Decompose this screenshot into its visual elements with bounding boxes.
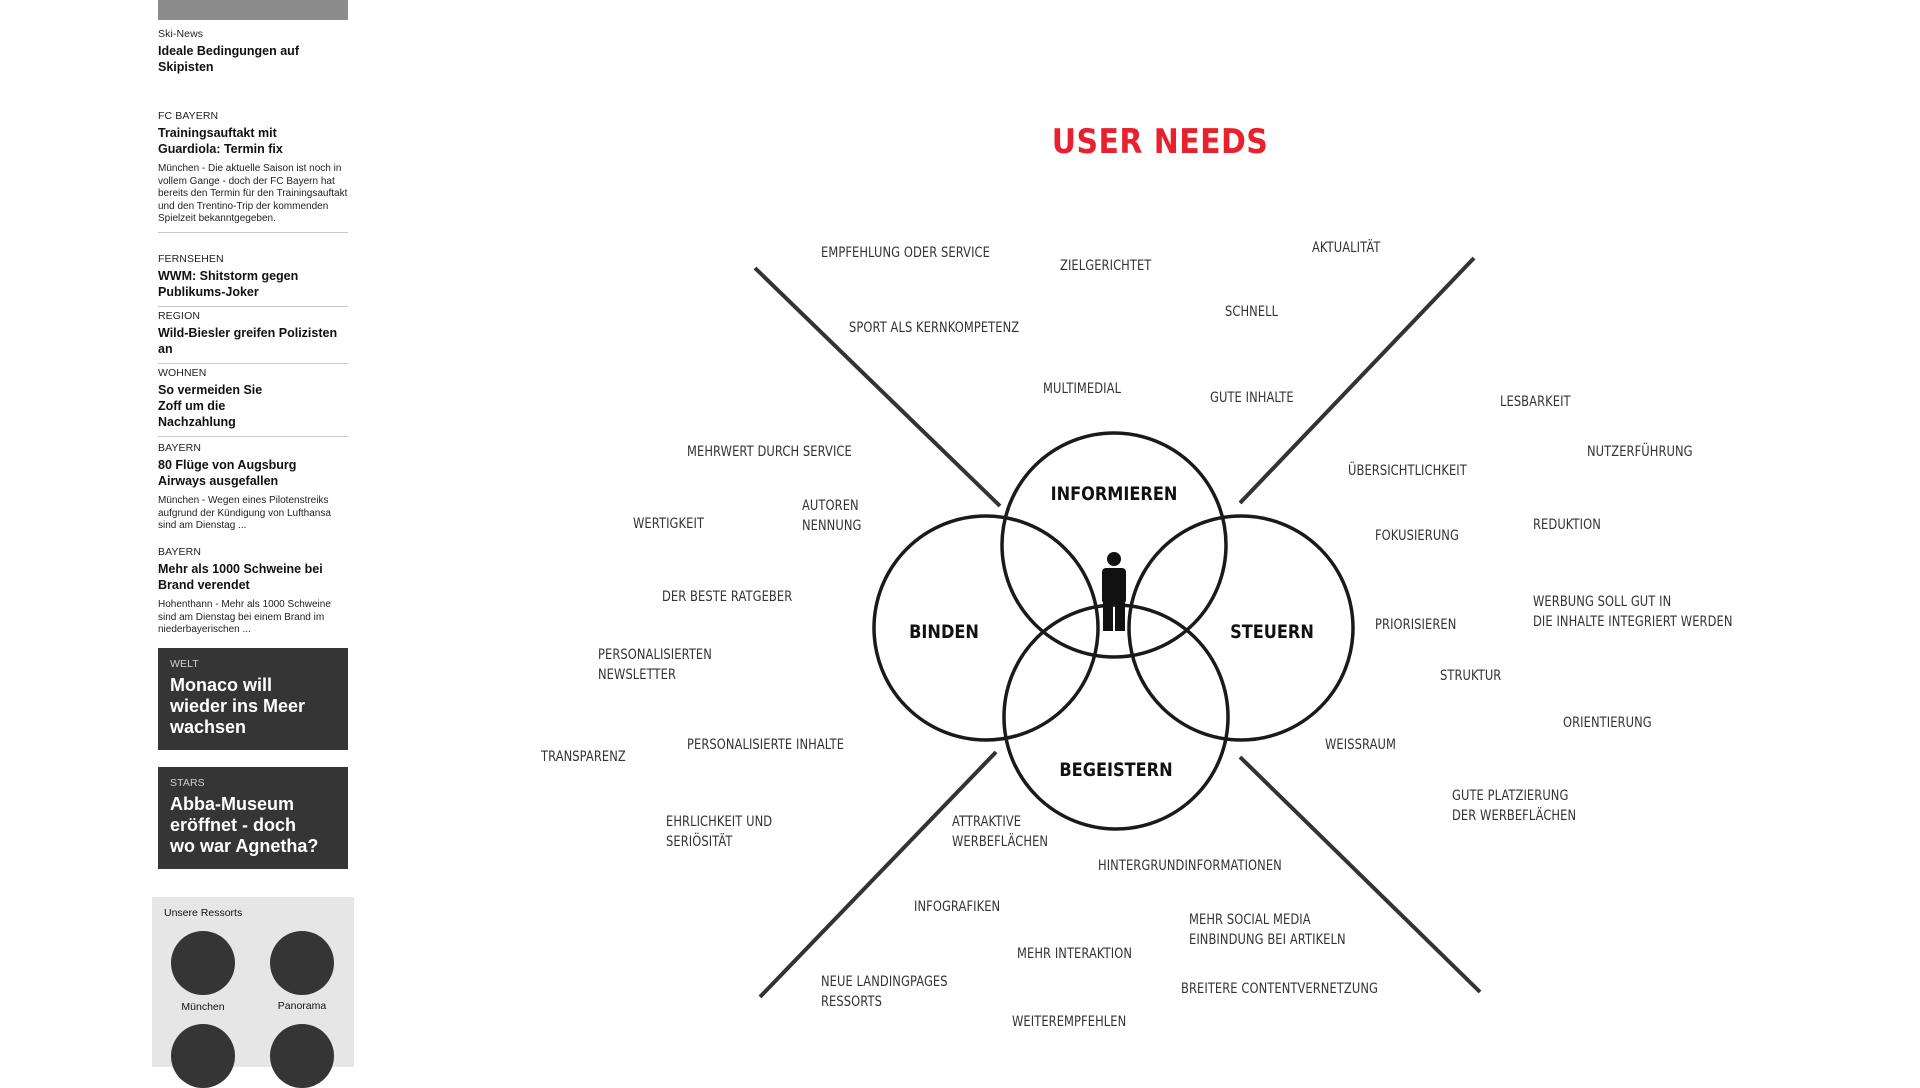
need-label: Priorisieren [1375,617,1457,633]
ressort-panorama-icon[interactable] [270,931,334,995]
label-steuern: STEUERN [1230,621,1314,643]
label-begeistern: BEGEISTERN [1059,759,1173,781]
divider-line-bottom-right [1238,755,1482,994]
article-teaser: München - Wegen eines Pilotenstreiks auf… [158,495,331,531]
need-label: Wertigkeit [633,516,705,532]
need-label: Zielgerichtet [1060,258,1152,274]
need-label: Reduktion [1533,517,1601,533]
need-label: Ressorts [821,994,882,1010]
need-label: Schnell [1225,304,1279,320]
article-kicker: BAYERN [158,546,201,558]
ressort-fourth-icon[interactable] [270,1024,334,1088]
dark-card-stars[interactable]: STARS Abba-Museum eröffnet - doch wo war… [158,767,348,869]
article-teaser: München - Die aktuelle Saison ist noch i… [158,163,348,224]
ressort-third-icon[interactable] [171,1024,235,1088]
need-label: Seriösität [666,834,733,850]
ressorts-box: Unsere Ressorts München Panorama [152,897,354,1088]
diagram-title: USER NEEDS [1051,122,1269,162]
need-label: Ehrlichkeit und [666,814,773,830]
need-label: Infografiken [914,899,1001,915]
need-label: Newsletter [598,667,677,683]
need-label: Nutzerführung [1587,444,1693,460]
card-headline[interactable]: Monaco will wieder ins Meer wachsen [170,675,306,737]
need-label: Mehrwert durch Service [687,444,852,460]
need-label: Weißraum [1325,737,1396,753]
divider-line-bottom-left [758,750,998,999]
article-kicker: FERNSEHEN [158,253,224,265]
sidebar-article-fc-bayern[interactable]: FC BAYERN Trainingsauftakt mit Guardiola… [158,110,348,233]
need-label: Transparenz [541,749,626,765]
need-label: Lesbarkeit [1500,394,1571,410]
circle-steuern [1127,514,1355,742]
need-label: Weiterempfehlen [1012,1014,1127,1030]
card-kicker: STARS [170,777,205,789]
article-kicker: Ski-News [158,28,204,40]
circle-begeistern [1002,603,1230,831]
need-label: Struktur [1440,668,1502,684]
circle-informieren [1000,431,1228,659]
divider-line-top-right [1238,256,1476,505]
label-binden: BINDEN [909,621,979,643]
article-kicker: BAYERN [158,442,201,454]
need-label: Gute Platzierung [1452,788,1569,804]
need-label: Neue Landingpages [821,974,948,990]
need-label: Mehr Interaktion [1017,946,1132,962]
user-needs-diagram: USER NEEDS INFORMIEREN BINDEN STEUERN BE… [400,0,1920,1053]
article-headline[interactable]: Ideale Bedingungen auf Skipisten [158,44,299,74]
need-label: Breitere Contentvernetzung [1181,981,1378,997]
need-label: der Werbeflächen [1452,808,1577,824]
ressort-panorama-label[interactable]: Panorama [277,1000,327,1012]
label-informieren: INFORMIEREN [1050,483,1178,505]
need-label: Werbeflächen [952,834,1049,850]
need-label: die Inhalte integriert werden [1533,614,1733,630]
need-label: Empfehlung oder Service [821,245,990,261]
need-label: Personalisierte Inhalte [687,737,845,753]
ressort-muenchen-icon[interactable] [171,931,235,995]
card-kicker: WELT [170,658,199,670]
need-label: Mehr Social Media [1189,912,1311,928]
article-headline[interactable]: Trainingsauftakt mit Guardiola: Termin f… [158,126,283,156]
need-label: Gute Inhalte [1210,390,1294,406]
card-headline[interactable]: Abba-Museum eröffnet - doch wo war Agnet… [170,794,319,856]
article-thumbnail[interactable] [158,0,348,20]
need-label: Werbung soll gut in [1533,594,1672,610]
need-label: Einbindung bei Artikeln [1189,932,1346,948]
article-headline[interactable]: So vermeiden Sie Zoff um die Nachzahlung [158,383,263,429]
sidebar: Ski-News Ideale Bedingungen auf Skipiste… [150,0,355,1088]
diagram-graphics [753,256,1482,999]
need-label: Aktualität [1312,240,1381,256]
need-label: Übersichtlichkeit [1348,463,1467,479]
need-label: Orientierung [1563,715,1652,731]
article-kicker: FC BAYERN [158,110,219,122]
sidebar-article-bayern-pigs[interactable]: BAYERN Mehr als 1000 Schweine bei Brand … [158,546,348,637]
sidebar-article-fernsehen[interactable]: FERNSEHEN WWM: Shitstorm gegen Publikums… [158,253,348,307]
need-label: Sport als Kernkompetenz [849,320,1020,336]
article-kicker: WOHNEN [158,367,207,379]
need-label: Attraktive [952,814,1022,830]
need-label: Fokusierung [1375,528,1459,544]
need-label: Multimedial [1043,381,1122,397]
sidebar-article-bayern-flights[interactable]: BAYERN 80 Flüge von Augsburg Airways aus… [158,442,348,533]
person-icon [1102,552,1126,631]
article-headline[interactable]: Wild-Biesler greifen Polizisten an [158,326,338,356]
circle-binden [872,514,1100,742]
article-teaser: Hohenthann - Mehr als 1000 Schweine sind… [158,599,331,635]
ressort-muenchen-label[interactable]: München [181,1001,225,1013]
divider-line-top-left [753,266,1002,508]
ressorts-title: Unsere Ressorts [164,907,243,919]
sidebar-article-region[interactable]: REGION Wild-Biesler greifen Polizisten a… [158,310,348,364]
sidebar-article-wohnen[interactable]: WOHNEN So vermeiden Sie Zoff um die Nach… [158,367,348,437]
article-headline[interactable]: 80 Flüge von Augsburg Airways ausgefalle… [158,458,297,488]
sidebar-article-ski[interactable]: Ski-News Ideale Bedingungen auf Skipiste… [158,28,348,75]
need-label: Autoren [802,498,859,514]
dark-card-welt[interactable]: WELT Monaco will wieder ins Meer wachsen [158,648,348,750]
need-label: Der beste Ratgeber [662,589,793,605]
article-headline[interactable]: Mehr als 1000 Schweine bei Brand verende… [158,562,323,592]
article-kicker: REGION [158,310,201,322]
need-label: Nennung [802,518,862,534]
need-label: Personalisierten [598,647,712,663]
need-label: Hintergrundinformationen [1098,858,1282,874]
article-headline[interactable]: WWM: Shitstorm gegen Publikums-Joker [158,269,299,299]
